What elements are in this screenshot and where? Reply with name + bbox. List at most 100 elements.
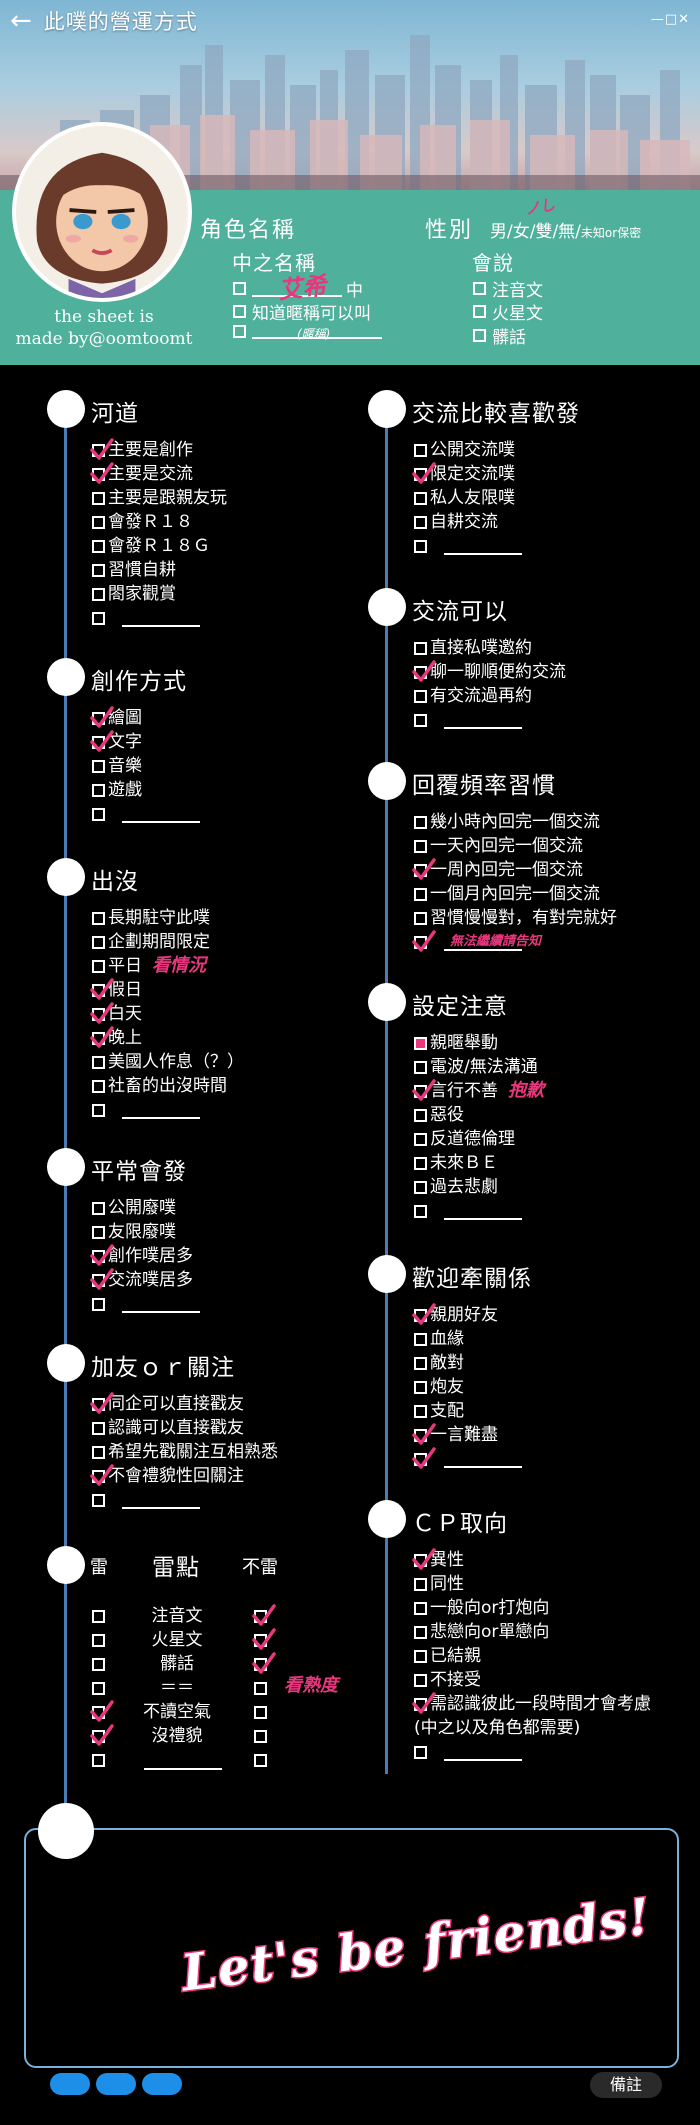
checklist-item[interactable]: 一言難盡 bbox=[412, 1422, 522, 1447]
checkbox[interactable] bbox=[92, 1493, 105, 1507]
checkbox[interactable] bbox=[414, 491, 427, 505]
thunder-row[interactable]: 不讀空氣 bbox=[90, 1700, 372, 1724]
thunder-checkbox[interactable] bbox=[92, 1682, 105, 1695]
checklist-item[interactable]: 敵對 bbox=[414, 1351, 522, 1375]
checkbox[interactable] bbox=[414, 1673, 427, 1687]
checklist-item[interactable]: 白天 bbox=[90, 1001, 244, 1026]
thunder-row[interactable]: 髒話 bbox=[92, 1652, 372, 1676]
not-thunder-checkbox[interactable] bbox=[254, 1754, 267, 1767]
checklist-item[interactable]: 需認識彼此一段時間才會考慮 bbox=[412, 1691, 651, 1716]
checkbox[interactable] bbox=[92, 1297, 105, 1311]
checklist-item[interactable]: 過去悲劇 bbox=[414, 1175, 544, 1199]
checklist-item[interactable]: 一個月內回完一個交流 bbox=[414, 882, 617, 906]
checklist-item[interactable]: 自耕交流 bbox=[414, 510, 522, 534]
checkbox[interactable] bbox=[414, 815, 427, 829]
checkbox[interactable] bbox=[414, 839, 427, 853]
checklist-item[interactable]: 炮友 bbox=[414, 1375, 522, 1399]
checkbox[interactable] bbox=[90, 1243, 114, 1266]
blank-option[interactable] bbox=[92, 1488, 278, 1512]
checkbox[interactable] bbox=[414, 887, 427, 901]
checkbox[interactable] bbox=[412, 1422, 436, 1445]
checkbox[interactable] bbox=[414, 641, 427, 655]
checklist-item[interactable]: 閤家觀賞 bbox=[92, 582, 227, 606]
checklist-item[interactable]: 已結親 bbox=[414, 1644, 651, 1668]
checkbox[interactable] bbox=[412, 1302, 436, 1325]
checklist-item[interactable]: 不接受 bbox=[414, 1668, 651, 1692]
checkbox[interactable] bbox=[92, 911, 105, 925]
checkbox[interactable] bbox=[233, 305, 246, 318]
checkbox[interactable] bbox=[92, 759, 105, 773]
checklist-item[interactable]: 交流噗居多 bbox=[90, 1267, 200, 1292]
checklist-item[interactable]: 直接私噗邀約 bbox=[414, 636, 566, 660]
thunder-row[interactable]: 注音文 bbox=[92, 1604, 372, 1628]
checklist-item[interactable]: 有交流過再約 bbox=[414, 684, 566, 708]
checklist-item[interactable]: 音樂 bbox=[92, 754, 200, 778]
checkbox[interactable] bbox=[92, 539, 105, 553]
checklist-item[interactable]: 友限廢噗 bbox=[92, 1220, 200, 1244]
checklist-item[interactable]: 長期駐守此噗 bbox=[92, 906, 244, 930]
checkbox[interactable] bbox=[92, 1445, 105, 1459]
checklist-item[interactable]: 一天內回完一個交流 bbox=[414, 834, 617, 858]
language-option[interactable]: 火星文 bbox=[473, 299, 543, 324]
checklist-item[interactable]: 晚上 bbox=[90, 1025, 244, 1050]
language-option[interactable]: 髒話 bbox=[473, 323, 526, 348]
thunder-row[interactable]: 火星文 bbox=[92, 1628, 372, 1652]
thunder-row[interactable]: 沒禮貌 bbox=[90, 1724, 372, 1748]
checkbox[interactable] bbox=[92, 935, 105, 949]
thunder-checkbox[interactable] bbox=[92, 1658, 105, 1671]
checklist-item[interactable]: 電波/無法溝通 bbox=[414, 1055, 544, 1079]
checkbox[interactable] bbox=[90, 461, 114, 484]
not-thunder-checkbox[interactable] bbox=[254, 1730, 267, 1743]
nickname-option-1[interactable]: 中 bbox=[233, 276, 363, 301]
checklist-item[interactable]: 主要是跟親友玩 bbox=[92, 486, 227, 510]
checkbox[interactable] bbox=[92, 1421, 105, 1435]
thunder-checkbox[interactable] bbox=[90, 1724, 114, 1746]
checkbox[interactable] bbox=[473, 329, 486, 342]
blank-option[interactable]: 無法繼續請告知 bbox=[412, 929, 617, 954]
blank-option[interactable] bbox=[92, 802, 200, 826]
checkbox[interactable] bbox=[414, 1356, 427, 1370]
checklist-item[interactable]: 公開廢噗 bbox=[92, 1196, 200, 1220]
checklist-item[interactable]: 同性 bbox=[414, 1572, 651, 1596]
checklist-item[interactable]: 遊戲 bbox=[92, 778, 200, 802]
page-dot-2[interactable] bbox=[96, 2073, 136, 2095]
checkbox[interactable] bbox=[90, 1267, 114, 1290]
checkbox[interactable] bbox=[414, 1108, 427, 1122]
checklist-item[interactable]: 未來ＢＥ bbox=[414, 1151, 544, 1175]
checklist-item[interactable]: 私人友限噗 bbox=[414, 486, 522, 510]
checkbox[interactable] bbox=[90, 1001, 114, 1024]
checkbox[interactable] bbox=[92, 611, 105, 625]
not-thunder-checkbox[interactable] bbox=[254, 1706, 267, 1719]
thunder-checkbox[interactable] bbox=[92, 1754, 105, 1767]
checklist-item[interactable]: 公開交流噗 bbox=[414, 438, 522, 462]
checkbox[interactable] bbox=[412, 461, 436, 484]
checklist-item[interactable]: 繪圖 bbox=[90, 705, 200, 730]
blank-option[interactable] bbox=[414, 1740, 651, 1764]
thunder-checkbox[interactable] bbox=[90, 1700, 114, 1722]
checklist-item[interactable]: 惡役 bbox=[414, 1103, 544, 1127]
thunder-row[interactable] bbox=[92, 1748, 372, 1772]
checkbox[interactable] bbox=[414, 515, 427, 529]
thunder-row[interactable]: ＝＝看熟度 bbox=[92, 1675, 372, 1700]
not-thunder-checkbox[interactable] bbox=[252, 1628, 276, 1650]
blank-option[interactable] bbox=[412, 1446, 522, 1471]
page-dot-1[interactable] bbox=[50, 2073, 90, 2095]
not-thunder-checkbox[interactable] bbox=[254, 1682, 267, 1695]
checkbox[interactable] bbox=[92, 563, 105, 577]
nickname-option-3[interactable]: (暱稱) bbox=[233, 323, 382, 341]
checkbox[interactable] bbox=[412, 929, 436, 952]
checklist-item[interactable]: 平日看情況 bbox=[92, 954, 244, 978]
checklist-item[interactable]: 限定交流噗 bbox=[412, 461, 522, 486]
checkbox[interactable] bbox=[412, 659, 436, 682]
checkbox[interactable] bbox=[414, 713, 427, 727]
checklist-item[interactable]: 希望先戳關注互相熟悉 bbox=[92, 1440, 278, 1464]
checkbox[interactable] bbox=[90, 1463, 114, 1486]
checklist-item[interactable]: 反道德倫理 bbox=[414, 1127, 544, 1151]
checkbox[interactable] bbox=[92, 1103, 105, 1117]
checklist-item[interactable]: 聊一聊順便約交流 bbox=[412, 659, 566, 684]
checkbox[interactable] bbox=[92, 587, 105, 601]
checkbox[interactable] bbox=[414, 1380, 427, 1394]
checkbox[interactable] bbox=[92, 1225, 105, 1239]
checkbox[interactable] bbox=[412, 1446, 436, 1469]
checklist-item[interactable]: 企劃期間限定 bbox=[92, 930, 244, 954]
